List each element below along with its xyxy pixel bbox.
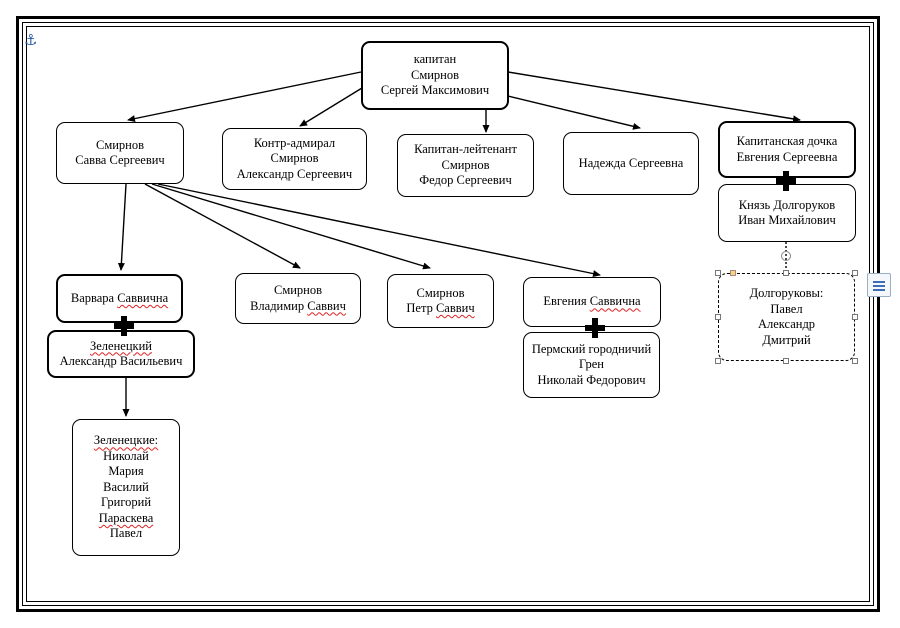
node-kapitan-leitenant[interactable]: Капитан-лейтенант Смирнов Федор Сергееви…	[397, 134, 534, 197]
node-evgenia-savvichna[interactable]: Евгения Саввична	[523, 277, 661, 327]
selection-handle[interactable]	[852, 358, 858, 364]
edge-root-kontr	[299, 87, 363, 127]
selection-handle[interactable]	[715, 270, 721, 276]
page-border-outer	[16, 16, 880, 612]
node-root[interactable]: капитан Смирнов Сергей Максимович	[361, 41, 509, 110]
node-dolgorukovy[interactable]: Долгоруковы: Павел Александр Дмитрий	[718, 273, 855, 361]
anchor-icon: ⚓	[24, 31, 38, 49]
edge-savva-vladimir	[144, 183, 301, 269]
node-varvara[interactable]: Варвара Саввична	[56, 274, 183, 323]
edge-savva-evgenia	[157, 183, 601, 278]
edge-savva-varvara	[117, 183, 127, 271]
selection-handle[interactable]	[715, 358, 721, 364]
plus-icon	[776, 171, 796, 191]
layout-options-icon[interactable]	[867, 273, 891, 297]
selection-handle[interactable]	[730, 270, 736, 276]
edge-root-nadezhda	[507, 95, 641, 130]
node-evgenia-sergeevna[interactable]: Капитанская дочка Евгения Сергеевна	[718, 121, 856, 178]
node-nadezhda[interactable]: Надежда Сергеевна	[563, 132, 699, 195]
plus-icon	[114, 316, 134, 336]
node-knyaz-dolgorukov[interactable]: Князь Долгоруков Иван Михайлович	[718, 184, 856, 242]
selection-handle[interactable]	[715, 314, 721, 320]
selection-handle[interactable]	[852, 314, 858, 320]
page-border-inner	[26, 26, 870, 602]
node-kontr-admiral[interactable]: Контр-адмирал Смирнов Александр Сергееви…	[222, 128, 367, 190]
edge-root-savva	[127, 71, 362, 123]
selection-handle[interactable]	[852, 270, 858, 276]
edge-root-evgenia	[507, 71, 801, 123]
node-petr[interactable]: Смирнов Петр Саввич	[387, 274, 494, 328]
rotate-handle-icon[interactable]	[781, 251, 791, 261]
node-zelenetskie-children[interactable]: Зеленецкие: Николай Мария Василий Григор…	[72, 419, 180, 556]
plus-icon	[585, 318, 605, 338]
page-border-middle	[22, 22, 874, 606]
node-zelenetsky[interactable]: Зеленецкий Александр Васильевич	[47, 330, 195, 378]
node-vladimir[interactable]: Смирнов Владимир Саввич	[235, 273, 361, 324]
node-savva[interactable]: Смирнов Савва Сергеевич	[56, 122, 184, 184]
node-permsky-gren[interactable]: Пермский городничий Грен Николай Федоров…	[523, 332, 660, 398]
selection-handle[interactable]	[783, 270, 789, 276]
selection-handle[interactable]	[783, 358, 789, 364]
edge-savva-petr	[151, 183, 431, 270]
